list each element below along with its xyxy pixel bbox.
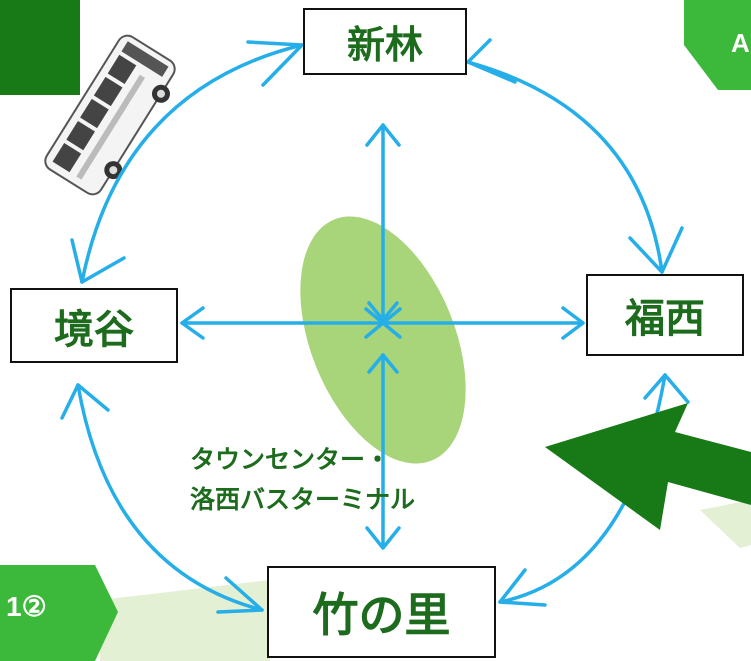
hub-arrowhead-up: [367, 353, 399, 374]
center-label: タウンセンター・ 洛西バスターミナル: [190, 440, 415, 520]
hub-arrowhead-right: [381, 307, 402, 339]
hub-arrowhead-down: [367, 301, 399, 322]
arrowhead-spoke-north: [365, 123, 401, 147]
node-west: 境谷: [10, 288, 178, 363]
pale-green-wedge: [700, 500, 751, 548]
arc-north-west: [80, 43, 304, 284]
big-green-arrow: [545, 403, 751, 530]
arrowhead-nw-bottom: [70, 238, 126, 284]
arrowhead-spoke-west: [180, 306, 205, 340]
node-north: 新林: [303, 8, 467, 75]
node-west-label: 境谷: [54, 306, 134, 353]
arrowhead-ws-top: [60, 383, 110, 420]
arrowhead-spoke-south-end: [365, 526, 401, 550]
tag-bottom-left-shape: [0, 565, 118, 661]
arrowhead-ne-top: [466, 38, 517, 84]
bus-icon: [44, 34, 176, 196]
tag-top-right: A: [731, 28, 750, 58]
tag-top-right-shape: [684, 0, 751, 90]
arc-west-south: [76, 383, 264, 612]
node-east-label: 福西: [625, 296, 705, 342]
center-label-line2: 洛西バスターミナル: [190, 485, 416, 514]
central-area-ellipse: [300, 216, 466, 464]
arrowhead-es-bottom: [498, 568, 547, 607]
arc-north-east: [466, 60, 664, 274]
connector-arrows: [60, 38, 690, 614]
node-north-label: 新林: [346, 23, 423, 67]
arrowhead-nw-top: [246, 40, 304, 87]
tag-bottom-left: 1②: [6, 591, 47, 622]
node-south: 竹の里: [267, 566, 496, 658]
center-label-line1: タウンセンター・: [190, 445, 391, 474]
arrowhead-es-top: [643, 373, 690, 404]
node-south-label: 竹の里: [312, 588, 451, 642]
arrowhead-ne-bottom: [628, 226, 684, 274]
arrowhead-ws-bottom: [216, 576, 264, 614]
arrowhead-spoke-east: [561, 306, 585, 340]
node-east: 福西: [586, 274, 744, 356]
top-left-green-block: [0, 0, 80, 95]
